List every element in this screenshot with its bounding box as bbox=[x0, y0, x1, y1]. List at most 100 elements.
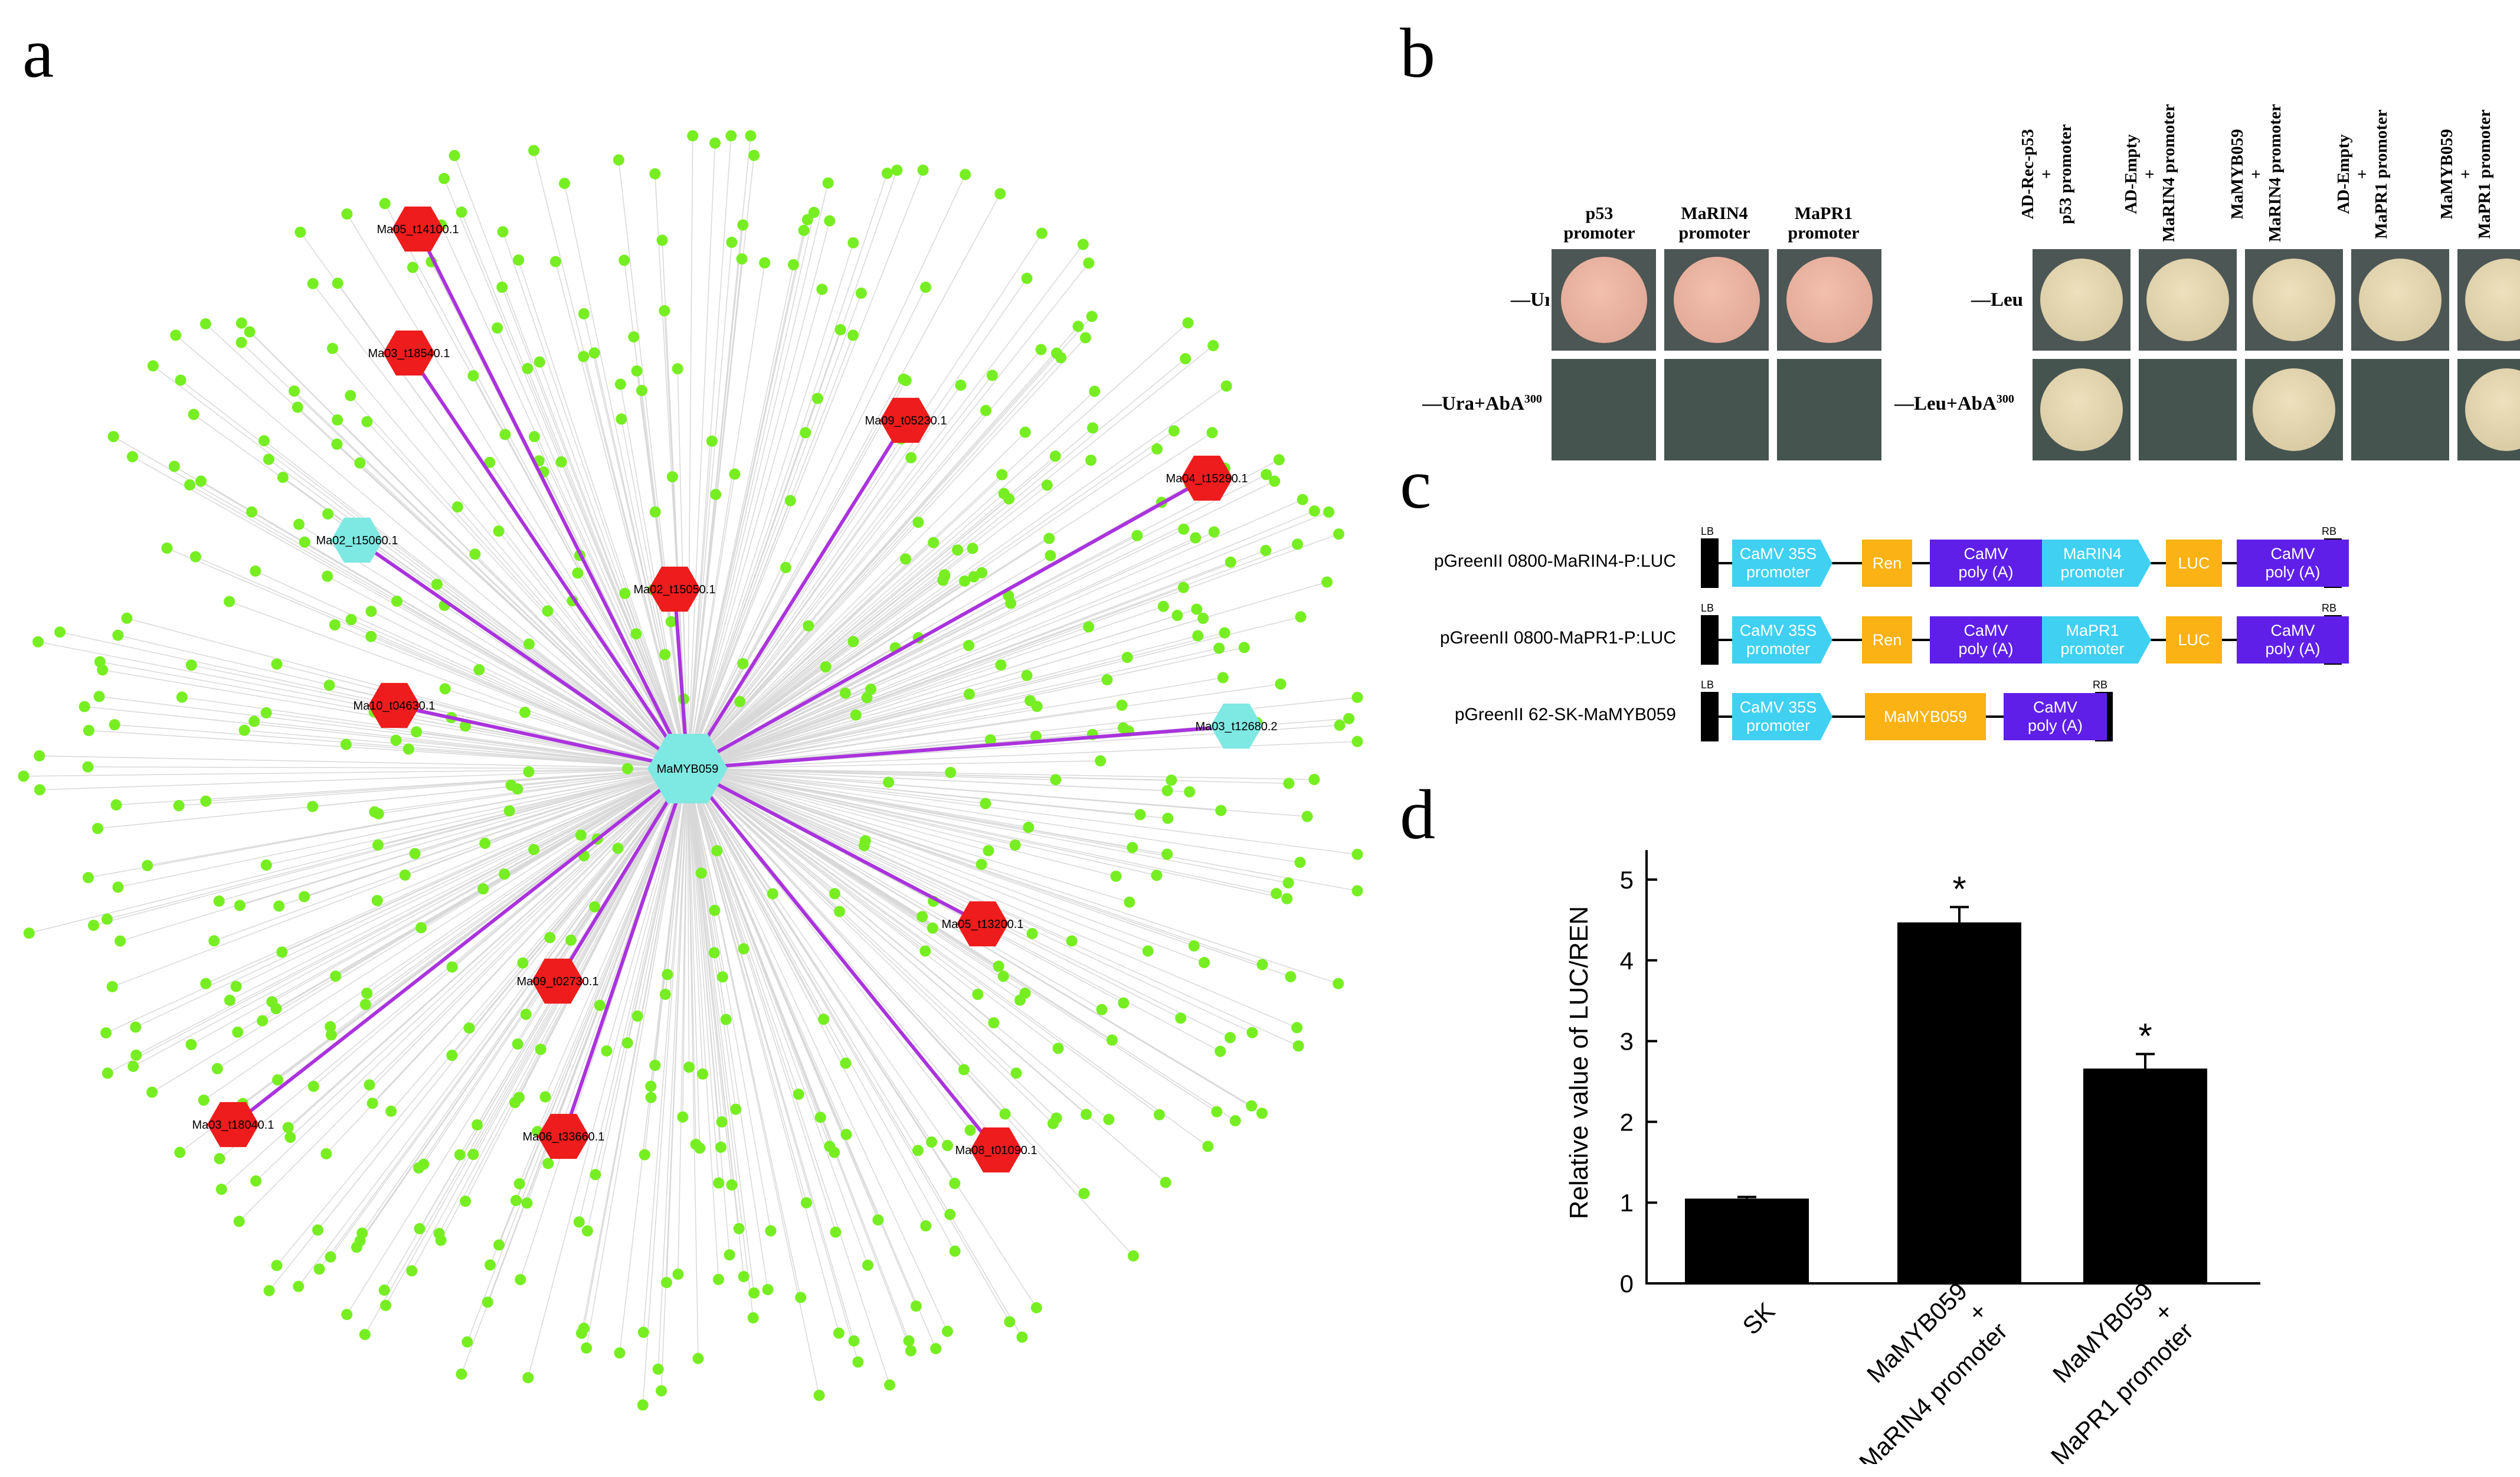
gene-node bbox=[1041, 479, 1053, 491]
gene-node bbox=[299, 536, 310, 548]
gene-node bbox=[706, 435, 718, 447]
gene-node bbox=[435, 1234, 447, 1246]
gene-node bbox=[542, 1158, 554, 1169]
gene-node bbox=[199, 318, 211, 330]
gene-node bbox=[613, 154, 624, 166]
gene-node bbox=[341, 208, 353, 220]
gene-node bbox=[919, 945, 931, 957]
gene-node bbox=[724, 1249, 735, 1261]
caption-ad-rec-p53: AD-Rec-p53+p53 promoter bbox=[2018, 124, 2075, 224]
y-tick-label: 4 bbox=[1620, 947, 1634, 975]
gene-node bbox=[1178, 523, 1190, 535]
yeast-plate bbox=[2455, 357, 2520, 463]
gene-node bbox=[18, 770, 30, 782]
cyan-hub-node-label: Ma03_t12680.2 bbox=[1195, 720, 1277, 733]
gene-node bbox=[1066, 935, 1078, 947]
gene-node bbox=[378, 1285, 390, 1296]
gene-node bbox=[997, 970, 1009, 982]
gene-node bbox=[852, 1356, 864, 1368]
gene-node bbox=[656, 234, 668, 246]
gene-node bbox=[519, 707, 531, 718]
significance-mark: * bbox=[1952, 870, 1966, 909]
row-leu-aba: —Leu+AbA300 bbox=[1894, 393, 2014, 414]
gene-node bbox=[1081, 1109, 1092, 1120]
panel-label-a: a bbox=[22, 14, 54, 92]
gene-node bbox=[512, 783, 523, 795]
gene-node bbox=[734, 696, 746, 708]
rb-label: RB bbox=[2093, 679, 2108, 691]
gene-node bbox=[787, 259, 799, 270]
hub-edge bbox=[687, 724, 1237, 770]
gene-node bbox=[765, 1225, 777, 1237]
gene-node bbox=[1225, 556, 1236, 568]
gene-node bbox=[1050, 774, 1062, 786]
gene-node bbox=[709, 904, 721, 916]
gene-node bbox=[364, 1079, 375, 1091]
gene-node bbox=[900, 553, 912, 565]
gene-node bbox=[271, 658, 283, 670]
gene-node bbox=[361, 988, 373, 999]
gene-node bbox=[884, 1379, 896, 1391]
gene-node bbox=[146, 1086, 158, 1098]
gene-node bbox=[391, 595, 403, 607]
gene-node bbox=[1198, 957, 1210, 969]
gene-node bbox=[601, 1045, 613, 1057]
gene-node bbox=[307, 1080, 319, 1092]
gene-node bbox=[816, 283, 828, 295]
gene-node bbox=[996, 469, 1008, 481]
gene-node bbox=[631, 1010, 643, 1022]
gene-node bbox=[272, 1074, 284, 1086]
gene-node bbox=[891, 164, 903, 176]
gene-node bbox=[1275, 678, 1287, 690]
gene-node bbox=[379, 198, 391, 210]
cyan-hub-node bbox=[1210, 703, 1262, 749]
gene-node bbox=[811, 393, 823, 404]
gene-node bbox=[729, 468, 741, 480]
gene-node bbox=[952, 544, 964, 556]
gene-node bbox=[1118, 997, 1130, 1009]
red-hub-node-label: Ma09_t02730.1 bbox=[516, 975, 598, 988]
hub-edge bbox=[562, 768, 689, 1137]
gene-node bbox=[1127, 842, 1138, 854]
red-hub-node bbox=[538, 1113, 590, 1159]
red-hub-node-label: Ma06_t33660.1 bbox=[522, 1130, 604, 1143]
gene-node bbox=[1323, 506, 1334, 518]
svg-text:MaRIN4 promoter: MaRIN4 promoter bbox=[1854, 1317, 2012, 1464]
gene-node bbox=[855, 287, 867, 299]
gene-node bbox=[1019, 426, 1031, 438]
gene-node bbox=[800, 1197, 812, 1208]
gene-node bbox=[1096, 1004, 1108, 1015]
gene-node bbox=[998, 488, 1010, 499]
yeast-colony bbox=[2359, 259, 2442, 341]
red-hub-node-label: Ma05_t13200.1 bbox=[941, 918, 1023, 931]
gene-node bbox=[322, 508, 334, 520]
gene-node bbox=[341, 1309, 353, 1321]
gene-node bbox=[1030, 730, 1042, 742]
gene-node bbox=[1166, 775, 1177, 786]
gene-node bbox=[354, 457, 366, 469]
gene-node bbox=[1273, 454, 1285, 466]
gene-node bbox=[1229, 1115, 1241, 1126]
gene-node bbox=[293, 1280, 305, 1292]
gene-node bbox=[726, 237, 738, 249]
gene-node bbox=[406, 1265, 418, 1277]
gene-node bbox=[1180, 353, 1192, 365]
gene-node bbox=[652, 1363, 664, 1375]
red-hub-node bbox=[1181, 455, 1233, 501]
gene-node bbox=[1177, 581, 1189, 593]
gene-node bbox=[588, 347, 600, 359]
gene-node bbox=[214, 1153, 225, 1165]
gene-node bbox=[523, 638, 535, 650]
red-hub-node-label: Ma05_t14100.1 bbox=[377, 223, 459, 236]
gene-node bbox=[903, 1335, 915, 1347]
gene-node bbox=[330, 970, 342, 982]
lb-label: LB bbox=[1701, 602, 1714, 614]
yeast-plate bbox=[2136, 357, 2239, 463]
gene-node bbox=[834, 324, 846, 336]
gene-node bbox=[748, 149, 760, 161]
gene-node bbox=[677, 1111, 689, 1123]
gene-node bbox=[780, 561, 791, 573]
